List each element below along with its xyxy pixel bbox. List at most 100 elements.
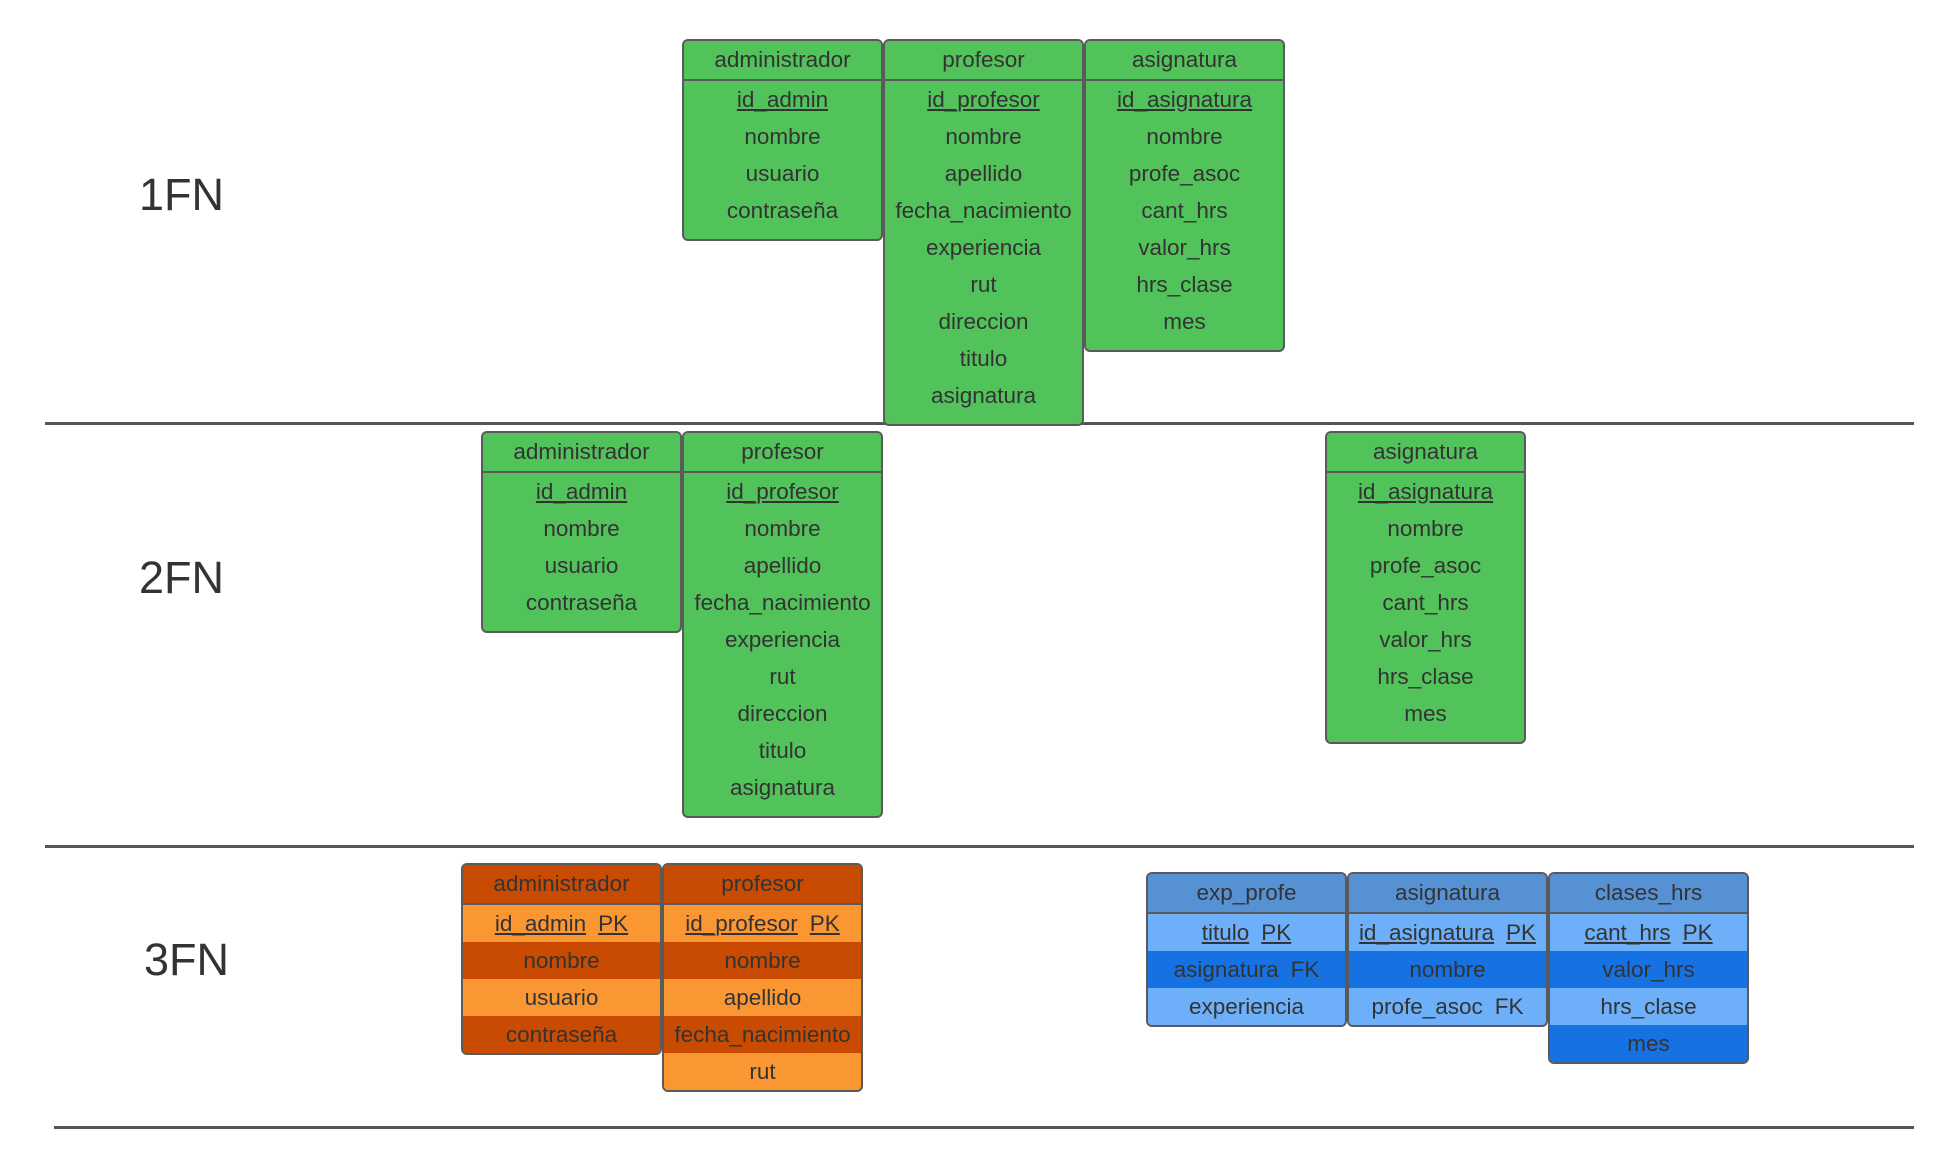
pk-tag: PK <box>1261 920 1292 945</box>
field-name: valor_hrs <box>1379 627 1472 652</box>
field-name: nombre <box>1409 957 1486 982</box>
entity-padding <box>684 229 881 239</box>
field-name: cant_hrs <box>1141 198 1228 223</box>
entity-field: contraseña <box>483 584 680 621</box>
field-name: id_admin <box>494 911 587 936</box>
field-name: rut <box>769 664 796 689</box>
field-name: id_profesor <box>927 87 1040 112</box>
pk-tag: PK <box>598 911 629 936</box>
primary-key-field: id_profesor <box>885 81 1082 118</box>
field-name: titulo <box>959 346 1008 371</box>
field-name: nombre <box>724 948 801 973</box>
field-name: hrs_clase <box>1377 664 1474 689</box>
entity-title: asignatura <box>1327 433 1524 473</box>
field-name: contraseña <box>726 198 839 223</box>
field-name: profe_asoc <box>1128 161 1241 186</box>
field-name: valor_hrs <box>1602 957 1695 982</box>
entity-field: profe_asoc <box>1327 547 1524 584</box>
entity-field: contraseña <box>684 192 881 229</box>
field-name: id_asignatura <box>1116 87 1253 112</box>
field-name: fecha_nacimiento <box>674 1022 851 1047</box>
entity-field: nombre <box>463 942 660 979</box>
field-name: nombre <box>523 948 600 973</box>
entity-title: exp_profe <box>1148 874 1345 914</box>
field-name: asignatura <box>930 383 1037 408</box>
level-label-2fn: 2FN <box>139 552 225 603</box>
field-name: cant_hrs <box>1584 920 1671 945</box>
entity-padding <box>483 621 680 631</box>
field-name: profe_asoc <box>1371 994 1483 1019</box>
field-name: experiencia <box>1188 994 1305 1019</box>
field-name: mes <box>1404 701 1447 726</box>
field-name: id_profesor <box>726 479 839 504</box>
entity-field: rut <box>664 1053 861 1090</box>
field-name: hrs_clase <box>1600 994 1697 1019</box>
entity-title: profesor <box>885 41 1082 81</box>
level-label-3fn: 3FN <box>144 934 230 985</box>
entity-field: nombre <box>1327 510 1524 547</box>
pk-tag: PK <box>1506 920 1537 945</box>
entity-field: nombre <box>1349 951 1546 988</box>
entity-field: hrs_clase <box>1086 266 1283 303</box>
field-name: rut <box>749 1059 776 1084</box>
entity-field: rut <box>885 266 1082 303</box>
field-name: apellido <box>944 161 1023 186</box>
entity-field: apellido <box>684 547 881 584</box>
field-name: mes <box>1627 1031 1670 1056</box>
field-name: fecha_nacimiento <box>895 198 1072 223</box>
field-name: nombre <box>744 124 821 149</box>
entity-field: hrs_clase <box>1550 988 1747 1025</box>
field-name: contraseña <box>525 590 638 615</box>
level-label-1fn: 1FN <box>139 169 225 220</box>
entity-field: titulo <box>684 732 881 769</box>
entity-field: asignatura <box>684 769 881 806</box>
field-name: id_admin <box>535 479 628 504</box>
field-name: asignatura <box>729 775 836 800</box>
entity-field: nombre <box>684 510 881 547</box>
entity-title: asignatura <box>1086 41 1283 81</box>
field-name: mes <box>1163 309 1206 334</box>
entity-field: asignatura <box>885 377 1082 414</box>
primary-key-field: id_asignatura <box>1327 473 1524 510</box>
entity-field: valor_hrs <box>1327 621 1524 658</box>
entity-field: profe_asoc <box>1086 155 1283 192</box>
entity-field: fecha_nacimiento <box>664 1016 861 1053</box>
entity-field: mes <box>1086 303 1283 340</box>
field-name: direccion <box>938 309 1029 334</box>
field-name: nombre <box>1387 516 1464 541</box>
entity-padding <box>1086 340 1283 350</box>
entity-field: direccion <box>684 695 881 732</box>
entity-field: valor_hrs <box>1086 229 1283 266</box>
field-name: nombre <box>744 516 821 541</box>
entity-title: administrador <box>483 433 680 473</box>
entity-field: mes <box>1327 695 1524 732</box>
divider-3 <box>54 1126 1914 1129</box>
entity-field: fecha_nacimiento <box>885 192 1082 229</box>
entity-field: usuario <box>483 547 680 584</box>
entity-padding <box>684 806 881 816</box>
field-name: nombre <box>945 124 1022 149</box>
field-name: rut <box>970 272 997 297</box>
field-name: nombre <box>1146 124 1223 149</box>
entity-field: experiencia <box>684 621 881 658</box>
field-name: id_asignatura <box>1357 479 1494 504</box>
entity-field: valor_hrs <box>1550 951 1747 988</box>
field-name: apellido <box>743 553 822 578</box>
pk-tag: PK <box>809 911 840 936</box>
entity-field: nombre <box>885 118 1082 155</box>
entity-field: nombre <box>1086 118 1283 155</box>
